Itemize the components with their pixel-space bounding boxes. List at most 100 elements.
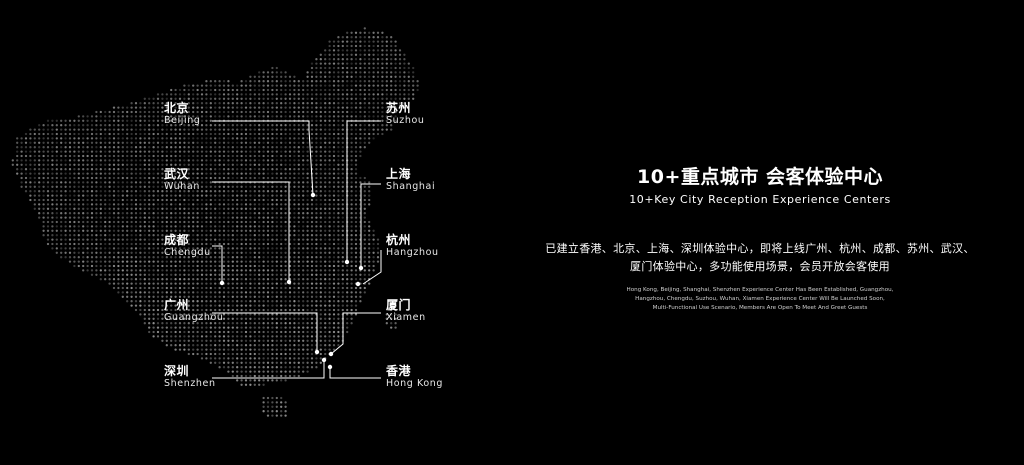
map-dot (183, 141, 186, 144)
map-dot (170, 146, 173, 149)
map-dot (231, 357, 234, 360)
map-dot (319, 247, 322, 250)
map-dot (275, 352, 278, 356)
map-dot (271, 88, 274, 92)
map-dot (218, 361, 221, 364)
map-dot (271, 150, 274, 153)
map-dot (95, 264, 98, 268)
map-dot (390, 317, 393, 320)
map-dot (236, 291, 239, 294)
map-dot (262, 216, 265, 219)
map-dot (236, 97, 239, 100)
map-dot (73, 251, 76, 254)
map-dot (231, 282, 234, 285)
map-dot (130, 291, 133, 294)
map-dot (152, 295, 155, 298)
map-dot (68, 146, 72, 149)
map-dot (253, 295, 256, 298)
map-dot (337, 163, 340, 166)
map-dot (187, 260, 190, 263)
map-dot (288, 97, 292, 100)
map-dot (99, 216, 102, 219)
map-dot (236, 322, 239, 325)
map-dot (324, 176, 327, 180)
map-dot (205, 335, 208, 338)
map-dot (227, 154, 230, 158)
map-dot (218, 348, 221, 351)
city-name-en: Shenzhen (164, 378, 216, 389)
map-dot (165, 163, 168, 166)
map-dot (266, 141, 270, 144)
map-dot (315, 308, 318, 312)
map-dot (214, 291, 217, 294)
map-dot (271, 348, 274, 351)
map-dot (249, 348, 252, 351)
map-dot (196, 238, 199, 241)
map-dot (297, 229, 300, 232)
map-dot (68, 220, 72, 224)
map-dot (297, 300, 300, 303)
map-dot (332, 260, 336, 263)
map-dot (178, 291, 182, 294)
map-dot (38, 141, 41, 144)
map-dot (33, 146, 36, 149)
map-dot (262, 185, 265, 188)
map-dot (244, 335, 248, 338)
map-dot (324, 352, 327, 356)
map-dot (68, 119, 72, 122)
map-dot (306, 361, 309, 364)
map-dot (117, 128, 120, 131)
map-dot (108, 181, 111, 184)
map-dot (196, 181, 199, 184)
map-dot (280, 344, 283, 347)
map-dot (266, 361, 270, 364)
map-dot (90, 203, 94, 206)
map-dot (196, 110, 199, 114)
map-dot (165, 269, 168, 272)
map-dot (253, 212, 256, 215)
map-dot (293, 115, 296, 118)
map-dot (350, 36, 353, 39)
map-dot (240, 163, 243, 166)
map-dot (381, 40, 384, 43)
map-dot (359, 106, 362, 109)
map-dot (328, 295, 331, 298)
map-dot (170, 163, 173, 166)
map-dot (253, 159, 256, 162)
map-dot (192, 132, 195, 136)
map-dot (165, 137, 168, 140)
map-dot (130, 146, 133, 149)
map-dot (293, 282, 296, 285)
map-dot (231, 234, 234, 237)
map-dot (218, 115, 221, 118)
map-dot (104, 212, 107, 215)
map-dot (394, 308, 397, 312)
map-dot (258, 295, 261, 298)
map-dot (372, 71, 375, 74)
map-dot (324, 308, 327, 312)
map-dot (284, 242, 287, 246)
map-dot (253, 330, 256, 334)
map-dot (240, 132, 243, 136)
map-dot (227, 366, 230, 369)
map-dot (328, 194, 331, 197)
map-dot (275, 256, 278, 259)
map-dot (297, 234, 300, 237)
map-dot (134, 234, 138, 237)
map-dot (205, 172, 208, 175)
map-dot (218, 84, 221, 87)
map-dot (284, 291, 287, 294)
map-dot (121, 269, 124, 272)
map-dot (148, 295, 151, 298)
map-dot (297, 146, 300, 149)
map-dot (205, 339, 208, 342)
map-dot (266, 106, 270, 109)
map-dot (121, 295, 124, 298)
map-dot (205, 176, 208, 180)
map-dot (64, 238, 67, 241)
map-dot (381, 80, 384, 83)
map-dot (319, 137, 322, 140)
map-dot (271, 370, 274, 373)
map-dot (280, 269, 283, 272)
map-dot (266, 163, 270, 166)
